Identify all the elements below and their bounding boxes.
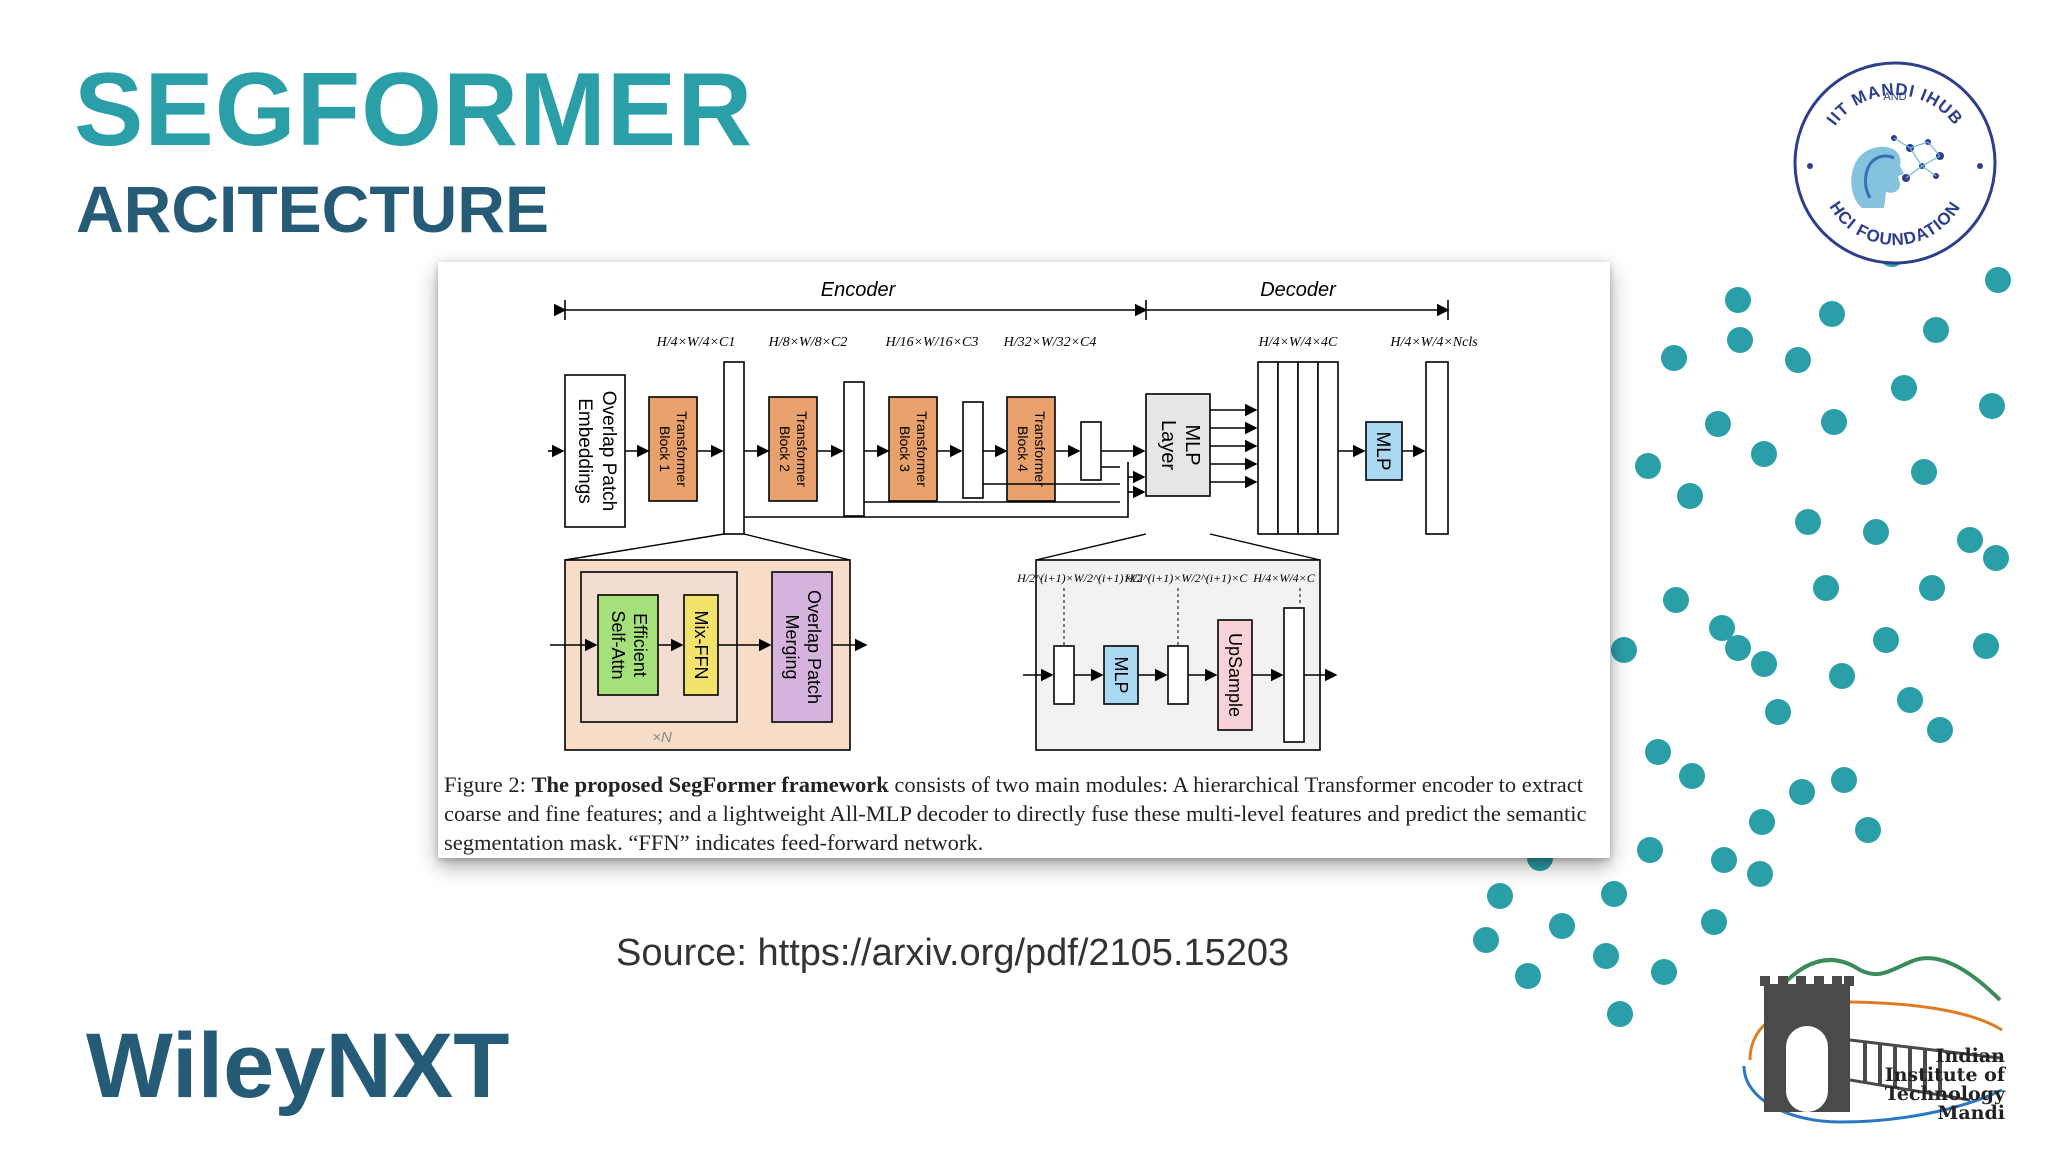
decoder-label: Decoder <box>1260 279 1337 301</box>
iit-mandi-text-2: Institute of <box>1885 1064 2007 1086</box>
decoder-map-3 <box>1297 361 1319 535</box>
dim-label-3: H/16×W/16×C3 <box>885 335 979 350</box>
decoder-mlp-label: MLP <box>1111 656 1131 693</box>
slide-subtitle: ARCITECTURE <box>76 172 549 246</box>
mlp-layer-line2: Layer <box>1157 420 1179 470</box>
decoder-output-map <box>1283 607 1305 743</box>
efficient-line2: Self-Attn <box>608 610 628 679</box>
transformer-block-3 <box>888 396 938 502</box>
decoder-input-map <box>1053 645 1075 705</box>
transformer-block-4-label-2: Block 4 <box>1015 426 1031 472</box>
wileynxt-logo: WileyNXT <box>86 1015 510 1117</box>
ihub-hci-foundation-logo: IIT MANDI IHUB AND HCI FOUNDATION <box>1790 58 2000 268</box>
dim-label-2: H/8×W/8×C2 <box>768 335 848 350</box>
figure-caption: Figure 2: The proposed SegFormer framewo… <box>444 770 1608 857</box>
dim-label-5: H/4×W/4×4C <box>1258 335 1338 350</box>
feature-map-2 <box>843 381 865 517</box>
segformer-diagram: Encoder Decoder H/4×W/4×C1 H/8×W/8×C2 H/… <box>548 279 1478 751</box>
mix-ffn-box <box>683 594 719 696</box>
mlp-layer-line1: MLP <box>1181 424 1203 465</box>
overlap-patch-embeddings-box <box>564 374 626 528</box>
merging-line1: Overlap Patch <box>804 590 824 704</box>
efficient-line1: Efficient <box>630 613 650 677</box>
decoder-map-1 <box>1257 361 1279 535</box>
transformer-block-2-label-1: Transformer <box>794 411 810 487</box>
feature-map-1 <box>723 361 745 535</box>
transformer-block-4-label-1: Transformer <box>1032 411 1048 487</box>
caption-prefix: Figure 2: <box>444 772 532 797</box>
overlap-embed-line2: Embeddings <box>574 398 595 504</box>
mlp-label: MLP <box>1372 431 1393 470</box>
transformer-block-2 <box>768 396 818 502</box>
decoder-mid-map <box>1167 645 1189 705</box>
source-citation: Source: https://arxiv.org/pdf/2105.15203 <box>616 932 1290 974</box>
caption-bold: The proposed SegFormer framework <box>531 772 889 797</box>
iit-mandi-text-4: Mandi <box>1937 1102 2005 1124</box>
slide-title: SEGFORMER <box>74 52 754 168</box>
upsample-box <box>1217 619 1253 731</box>
transformer-block-3-label-2: Block 3 <box>897 426 913 472</box>
feature-map-4 <box>1080 421 1102 481</box>
iit-mandi-logo: Indian Institute of Technology Mandi <box>1730 940 2010 1140</box>
merging-line2: Merging <box>782 614 802 679</box>
overlap-patch-merging-box <box>771 571 833 723</box>
overlap-embed-line1: Overlap Patch <box>598 391 619 511</box>
encoder-label: Encoder <box>821 279 897 301</box>
mlp-layer-box <box>1145 393 1211 497</box>
dim-label-1: H/4×W/4×C1 <box>656 335 736 350</box>
upsample-label: UpSample <box>1225 633 1245 717</box>
dim-label-4: H/32×W/32×C4 <box>1003 335 1097 350</box>
transformer-block-1-label-1: Transformer <box>674 411 690 487</box>
decoder-dim-3: H/4×W/4×C <box>1252 571 1316 585</box>
iit-mandi-text-1: Indian <box>1936 1045 2006 1067</box>
decoder-dim-2: H/2^(i+1)×W/2^(i+1)×C <box>1124 571 1248 585</box>
transformer-block-3-label-1: Transformer <box>914 411 930 487</box>
efficient-self-attn-box <box>597 594 659 696</box>
segformer-figure: Encoder Decoder H/4×W/4×C1 H/8×W/8×C2 H/… <box>438 262 1610 858</box>
decoder-dim-1: H/2^(i+1)×W/2^(i+1)×Ci <box>1016 571 1143 585</box>
caption-rest: consists of two main modules: A hierarch… <box>444 772 1587 855</box>
decoder-map-2 <box>1277 361 1299 535</box>
feature-map-3 <box>962 401 984 499</box>
logo-text-mid: AND <box>1883 91 1906 103</box>
dim-label-6: H/4×W/4×Ncls <box>1389 335 1478 350</box>
repeat-n-label: ×N <box>652 729 672 746</box>
decoder-map-4 <box>1317 361 1339 535</box>
iit-mandi-text-3: Technology <box>1885 1083 2006 1105</box>
transformer-block-2-label-2: Block 2 <box>777 426 793 472</box>
mix-ffn-label: Mix-FFN <box>691 611 711 680</box>
output-mask-map <box>1425 361 1449 535</box>
transformer-block-1-label-2: Block 1 <box>657 426 673 472</box>
